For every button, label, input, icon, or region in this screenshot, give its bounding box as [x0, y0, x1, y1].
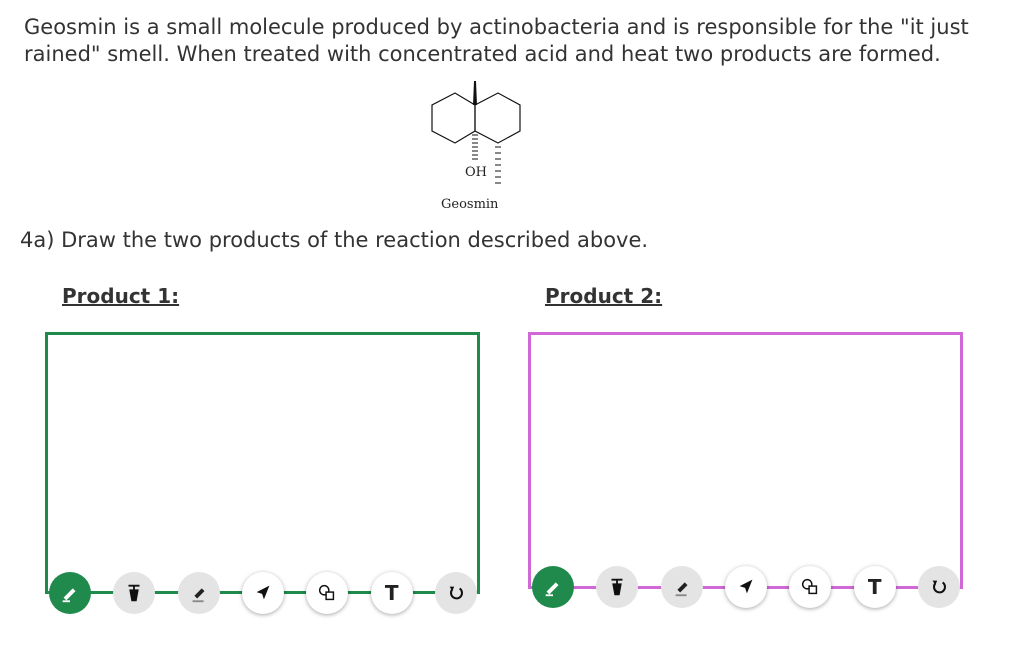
left-ring	[431, 92, 476, 144]
product-2-canvas[interactable]	[528, 332, 963, 589]
shapes-icon	[802, 578, 818, 595]
shapes-button[interactable]	[306, 572, 349, 614]
arrow-icon	[739, 579, 753, 594]
cursor-tool-button[interactable]	[113, 572, 156, 614]
intro-line-2: rained" smell. When treated with concent…	[24, 42, 941, 66]
product-1-toolbar: T	[49, 572, 477, 614]
pencil-button[interactable]	[532, 566, 574, 608]
product-2-toolbar: T	[532, 566, 960, 608]
cursor-tool-icon	[128, 584, 140, 602]
pencil-icon	[62, 588, 76, 603]
shapes-button[interactable]	[789, 566, 832, 608]
text-tool-button[interactable]: T	[370, 572, 413, 614]
pencil-button[interactable]	[49, 572, 91, 614]
eraser-icon	[675, 582, 688, 597]
oh-label: OH	[465, 165, 487, 180]
molecule-name: Geosmin	[441, 197, 499, 212]
product-1-canvas[interactable]	[45, 332, 480, 594]
undo-button[interactable]	[434, 572, 477, 614]
question-4a: 4a) Draw the two products of the reactio…	[20, 228, 649, 252]
oh-hash	[472, 134, 478, 160]
cursor-tool-button[interactable]	[596, 566, 639, 608]
eraser-icon	[192, 588, 205, 603]
geosmin-structure: OH Geosmin	[431, 81, 521, 212]
text-tool-label: T	[384, 581, 399, 605]
product-1-label: Product 1:	[62, 284, 180, 308]
select-arrow-button[interactable]	[241, 572, 284, 614]
text-tool-label: T	[867, 575, 882, 599]
cursor-tool-icon	[611, 578, 623, 596]
shapes-icon	[319, 584, 335, 601]
right-ring	[474, 92, 521, 144]
methyl-wedge	[473, 81, 477, 105]
eraser-button[interactable]	[660, 566, 703, 608]
arrow-icon	[256, 585, 270, 600]
product-2-label: Product 2:	[545, 284, 663, 308]
undo-button[interactable]	[917, 566, 960, 608]
intro-text: Geosmin is a small molecule produced by …	[24, 14, 1004, 68]
select-arrow-button[interactable]	[724, 566, 767, 608]
undo-icon	[932, 580, 946, 594]
undo-icon	[449, 586, 463, 600]
text-tool-button[interactable]: T	[853, 566, 896, 608]
pencil-icon	[545, 582, 559, 597]
eraser-button[interactable]	[177, 572, 220, 614]
intro-line-1: Geosmin is a small molecule produced by …	[24, 15, 969, 39]
methyl-hash	[495, 146, 501, 184]
